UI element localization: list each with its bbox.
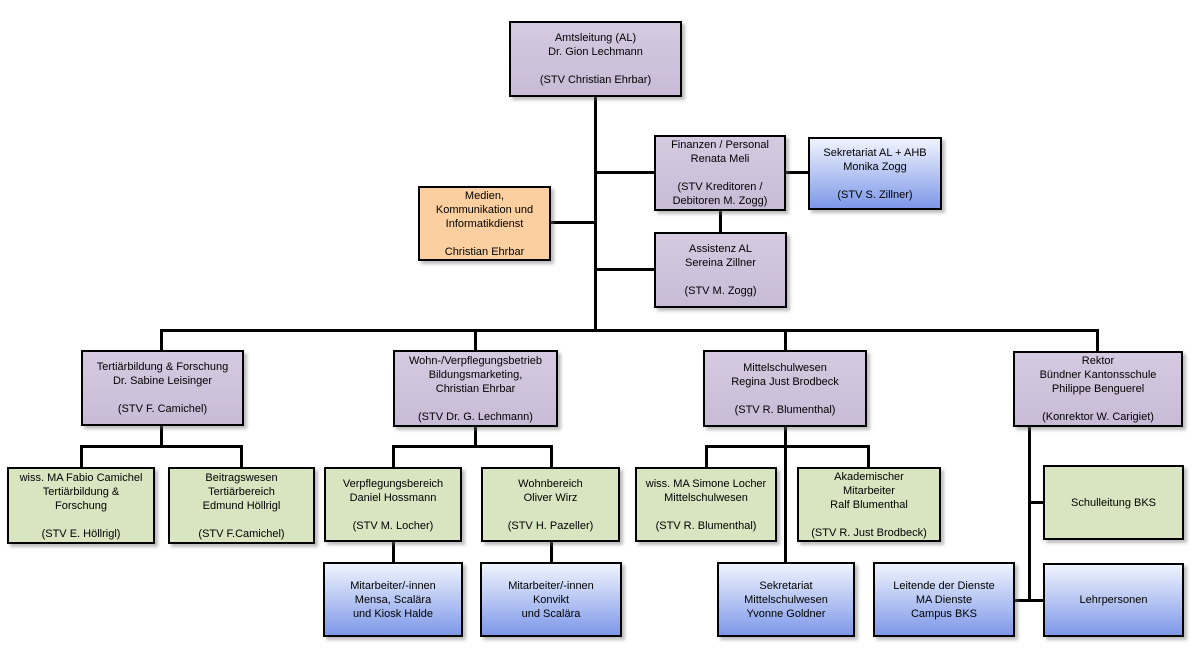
connector-line <box>594 97 597 330</box>
connector-line <box>1028 501 1043 504</box>
node-assistenz-al: Assistenz AL Sereina Zillner (STV M. Zog… <box>654 232 787 308</box>
node-rektor-bks: Rektor Bündner Kantonsschule Philippe Be… <box>1013 351 1183 427</box>
connector-line <box>784 427 787 562</box>
node-beitragswesen: Beitragswesen Tertiärbereich Edmund Höll… <box>168 467 315 544</box>
node-akademischer-mitarbeiter: Akademischer Mitarbeiter Ralf Blumenthal… <box>797 467 941 542</box>
node-sekretariat-al-ahb: Sekretariat AL + AHB Monika Zogg (STV S.… <box>808 137 942 210</box>
connector-line <box>551 221 595 224</box>
node-schulleitung-bks: Schulleitung BKS <box>1043 465 1184 540</box>
connector-line <box>160 330 163 350</box>
connector-line <box>80 445 243 448</box>
connector-line <box>80 446 83 467</box>
node-mittelschulwesen: Mittelschulwesen Regina Just Brodbeck (S… <box>703 350 867 427</box>
connector-line <box>1028 427 1031 602</box>
node-mitarbeiter-konvikt: Mitarbeiter/-innen Konvikt und Scalära <box>480 562 622 637</box>
connector-line <box>474 427 477 447</box>
node-leitende-der-dienste: Leitende der Dienste MA Dienste Campus B… <box>873 562 1015 637</box>
connector-line <box>784 330 787 350</box>
node-mitarbeiter-mensa: Mitarbeiter/-innen Mensa, Scalära und Ki… <box>323 562 463 637</box>
node-lehrpersonen: Lehrpersonen <box>1043 563 1184 637</box>
node-wohn-verpflegungsbetrieb: Wohn-/Verpflegungsbetrieb Bildungsmarket… <box>393 350 558 427</box>
connector-line <box>392 445 553 448</box>
node-sekretariat-mittelschulwesen: Sekretariat Mittelschulwesen Yvonne Gold… <box>717 562 855 637</box>
connector-line <box>392 446 395 467</box>
connector-line <box>392 542 395 562</box>
connector-line <box>719 211 722 232</box>
node-wiss-ma-fabio-camichel: wiss. MA Fabio Camichel Tertiärbildung &… <box>7 467 155 544</box>
connector-line <box>240 446 243 467</box>
connector-line <box>1014 599 1043 602</box>
connector-line <box>594 268 654 271</box>
node-amtsleitung: Amtsleitung (AL) Dr. Gion Lechmann (STV … <box>509 21 682 97</box>
connector-line <box>867 446 870 467</box>
node-finanzen-personal: Finanzen / Personal Renata Meli (STV Kre… <box>654 135 786 211</box>
connector-line <box>1096 330 1099 351</box>
node-verpflegungsbereich: Verpflegungsbereich Daniel Hossmann (STV… <box>324 467 462 542</box>
connector-line <box>474 330 477 350</box>
node-tertiaerbildung: Tertiärbildung & Forschung Dr. Sabine Le… <box>81 350 244 426</box>
connector-line <box>550 542 553 562</box>
connector-line <box>786 171 808 174</box>
node-wohnbereich: Wohnbereich Oliver Wirz (STV H. Pazeller… <box>481 467 620 542</box>
connector-line <box>160 329 1099 332</box>
connector-line <box>550 446 553 467</box>
node-medien-kommunikation: Medien, Kommunikation und Informatikdien… <box>418 186 551 261</box>
connector-line <box>705 446 708 467</box>
connector-line <box>594 171 654 174</box>
connector-line <box>160 426 163 447</box>
node-wiss-ma-simone-locher: wiss. MA Simone Locher Mittelschulwesen … <box>635 467 777 542</box>
connector-line <box>705 445 870 448</box>
